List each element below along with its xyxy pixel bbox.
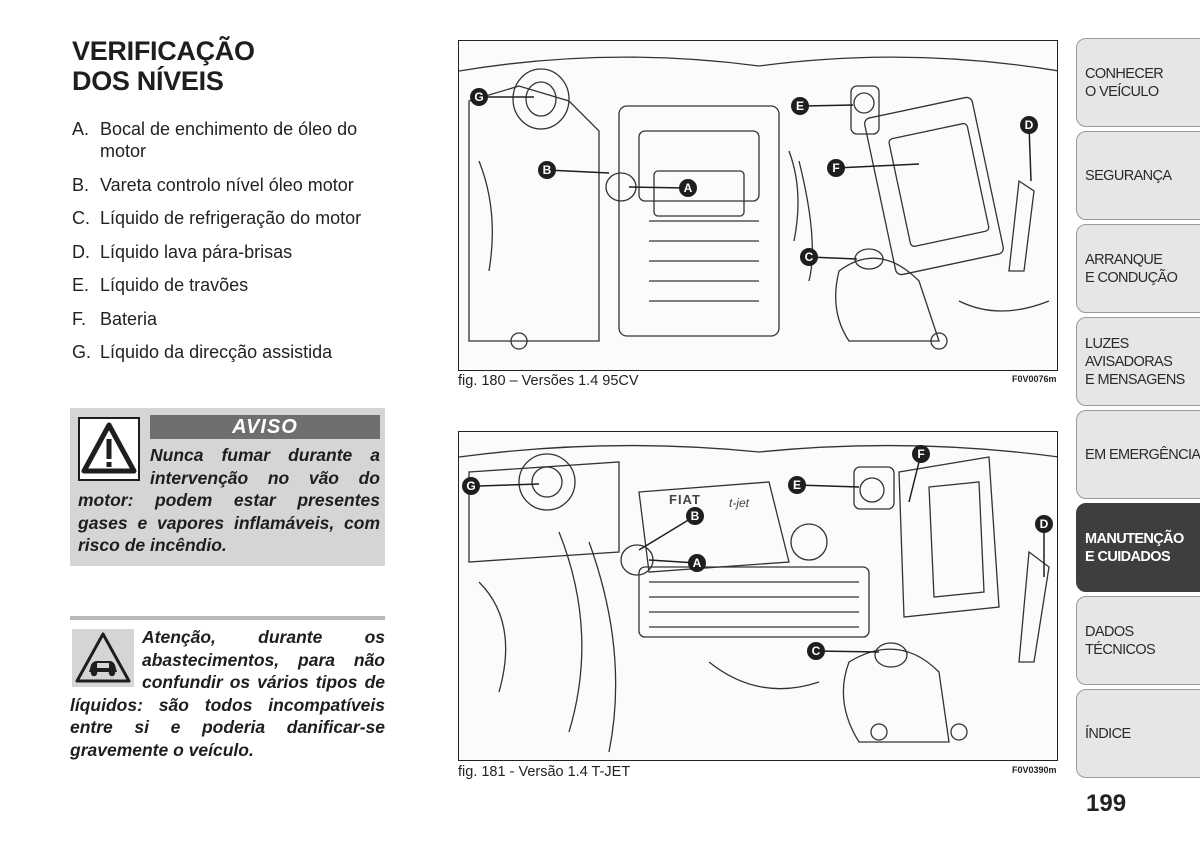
label-marker: G: [470, 88, 488, 106]
list-item: F. Bateria: [72, 308, 402, 330]
label-marker: F: [827, 159, 845, 177]
tab-manutencao-e-cuidados[interactable]: MANUTENÇÃO E CUIDADOS: [1076, 503, 1200, 592]
label-marker: G: [462, 477, 480, 495]
tab-label: MANUTENÇÃO E CUIDADOS: [1085, 530, 1184, 565]
label-marker: D: [1035, 515, 1053, 533]
figure-180-engine-illustration: G B A C D E F: [458, 40, 1058, 371]
divider: [70, 616, 385, 620]
tab-label: ARRANQUE E CONDUÇÃO: [1085, 251, 1178, 286]
warning-text-block: Nunca fumar durante a intervenção no vão…: [78, 444, 380, 557]
list-item: C. Líquido de refrigeração do motor: [72, 207, 402, 229]
label-marker: F: [912, 445, 930, 463]
item-letter: G.: [72, 342, 92, 362]
figure-180-code: F0V0076m: [1012, 374, 1057, 384]
label-marker: E: [788, 476, 806, 494]
engine-cover-model: t-jet: [729, 496, 750, 510]
item-letter: B.: [72, 174, 90, 195]
item-text: Bateria: [100, 308, 158, 329]
page-number: 199: [1086, 790, 1127, 817]
tab-dados-tecnicos[interactable]: DADOS TÉCNICOS: [1076, 596, 1200, 685]
figure-181-engine-illustration: FIAT t-jet G B A C D E F: [458, 431, 1058, 761]
list-item: G. Líquido da direcção assistida: [72, 341, 402, 363]
tab-em-emergencia[interactable]: EM EMERGÊNCIA: [1076, 410, 1200, 499]
item-letter: A.: [72, 119, 90, 139]
engine-cover-brand: FIAT: [669, 492, 701, 507]
tab-label: LUZES AVISADORAS E MENSAGENS: [1085, 335, 1185, 388]
item-letter: F.: [72, 308, 87, 329]
caution-note: Atenção, durante os abastecimentos, para…: [70, 626, 385, 761]
warning-heading: AVISO: [150, 415, 380, 439]
figure-180-caption: fig. 180 – Versões 1.4 95CV: [458, 373, 639, 389]
tab-label: ÍNDICE: [1085, 725, 1131, 742]
tab-conhecer-o-veiculo[interactable]: CONHECER O VEÍCULO: [1076, 38, 1200, 127]
tab-label: DADOS TÉCNICOS: [1085, 623, 1156, 658]
tab-indice[interactable]: ÍNDICE: [1076, 689, 1200, 778]
figure-181-caption: fig. 181 - Versão 1.4 T-JET: [458, 764, 631, 780]
item-letter: D.: [72, 241, 90, 262]
caution-text-block: Atenção, durante os abastecimentos, para…: [70, 626, 385, 761]
list-item: D. Líquido lava pára-brisas: [72, 241, 402, 263]
list-item: E. Líquido de travões: [72, 274, 402, 296]
title-line-1: VERIFICAÇÃO: [72, 36, 255, 66]
label-marker: C: [800, 248, 818, 266]
item-text: Líquido lava pára-brisas: [100, 241, 293, 262]
levels-list: A. Bocal de enchimento de óleo do motor B…: [72, 118, 402, 375]
warning-triangle-icon: [78, 417, 140, 481]
page-title: VERIFICAÇÃO DOS NÍVEIS: [72, 36, 402, 96]
tab-seguranca[interactable]: SEGURANÇA: [1076, 131, 1200, 220]
tab-label: CONHECER O VEÍCULO: [1085, 65, 1164, 100]
label-marker: A: [679, 179, 697, 197]
item-text: Líquido de travões: [100, 275, 249, 295]
caution-text: Atenção, durante os abastecimentos, para…: [70, 627, 385, 760]
car-warning-icon: [72, 629, 134, 687]
label-marker: B: [538, 161, 556, 179]
item-text: Líquido de refrigeração do motor: [100, 208, 362, 228]
tab-label: EM EMERGÊNCIA: [1085, 446, 1200, 463]
tab-arranque-e-conducao[interactable]: ARRANQUE E CONDUÇÃO: [1076, 224, 1200, 313]
list-item: A. Bocal de enchimento de óleo do motor: [72, 118, 402, 162]
list-item: B. Vareta controlo nível óleo motor: [72, 174, 402, 196]
label-marker: C: [807, 642, 825, 660]
label-marker: B: [686, 507, 704, 525]
item-text: Líquido da direcção assistida: [100, 342, 333, 362]
warning-box: AVISO Nunca fumar durante a intervenção …: [70, 408, 385, 566]
item-letter: E.: [72, 275, 90, 295]
tab-label: SEGURANÇA: [1085, 167, 1172, 184]
item-text: Bocal de enchimento de óleo do motor: [100, 119, 358, 161]
label-marker: E: [791, 97, 809, 115]
figure-181-code: F0V0390m: [1012, 765, 1057, 775]
title-line-2: DOS NÍVEIS: [72, 66, 224, 96]
item-text: Vareta controlo nível óleo motor: [100, 174, 354, 195]
tab-luzes-avisadoras[interactable]: LUZES AVISADORAS E MENSAGENS: [1076, 317, 1200, 406]
warning-text: Nunca fumar durante a intervenção no vão…: [78, 445, 380, 555]
label-marker: D: [1020, 116, 1038, 134]
label-marker: A: [688, 554, 706, 572]
item-letter: C.: [72, 208, 90, 228]
